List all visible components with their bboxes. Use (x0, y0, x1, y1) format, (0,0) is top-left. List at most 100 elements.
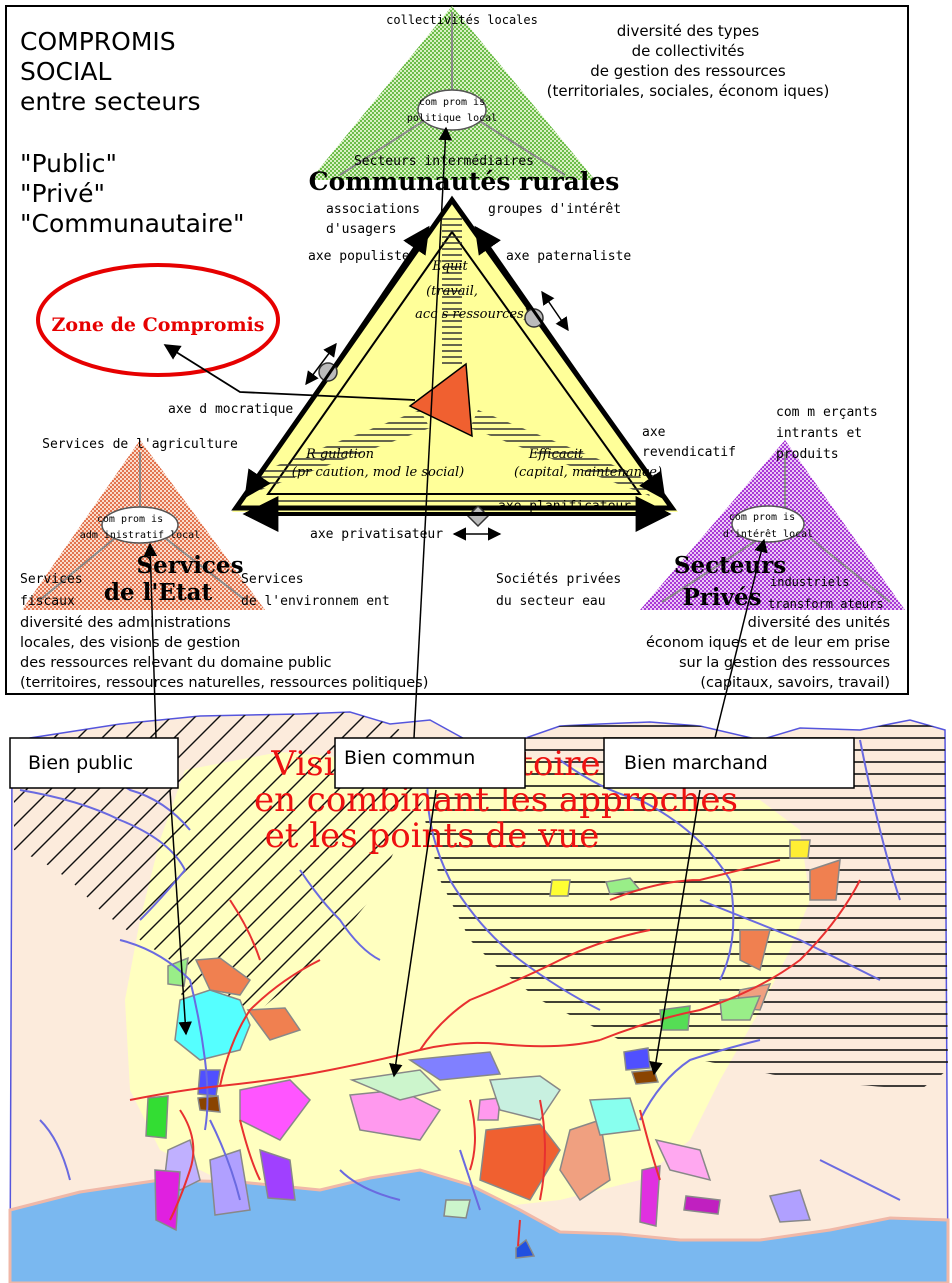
river-5 (426, 759, 601, 1011)
parcel-magenta-2 (154, 1169, 181, 1232)
top-description: diversité des types de collectivités de … (547, 22, 830, 100)
services-environnement-1: Services (241, 572, 304, 587)
axe-planificateur-label: axe planificateur (498, 499, 631, 514)
parcels (145, 839, 841, 1259)
title-line-1: COMPROMIS (20, 27, 176, 56)
parcel-magenta-1 (239, 1079, 311, 1141)
sector-communautaire: "Communautaire" (20, 209, 245, 238)
compromis-administratif-line-1: com prom is (97, 514, 163, 525)
top-desc-line-2: de collectivités (632, 42, 745, 60)
associations-label: associations (326, 202, 420, 217)
arrow-public-up (143, 542, 158, 739)
services-fiscaux-2: fiscaux (20, 594, 75, 609)
road-2 (219, 959, 321, 1087)
services-agriculture-label: Services de l'agriculture (42, 437, 238, 452)
secteurs-prives-title-2: Privés (682, 584, 761, 611)
services-environnement-2: de l'environnem ent (241, 594, 390, 609)
river-1 (19, 789, 187, 921)
groupes-interet-label: groupes d'intérêt (488, 202, 621, 217)
river-9 (39, 1119, 71, 1181)
axis-labels: axe populiste axe paternaliste axe d moc… (168, 249, 736, 542)
territory-map (8, 711, 950, 1283)
axe-democratique-label: axe d mocratique (168, 402, 293, 417)
parcel-lilac-3 (768, 1189, 812, 1223)
parcel-magenta-3 (639, 1165, 661, 1227)
parcel-yellow-2 (549, 879, 571, 897)
right-description: diversité des unités économ iques et de … (646, 615, 890, 691)
bien-public-label: Bien public (28, 752, 133, 774)
communautes-triangle: com prom is politique local collectivité… (309, 6, 619, 196)
bien-commun-box: Bien commun (334, 737, 526, 789)
top-desc-line-3: de gestion des ressources (590, 62, 786, 80)
river-11 (209, 1119, 241, 1201)
top-desc-line-4: (territoriales, sociales, économ iques) (547, 82, 830, 100)
parcel-orange-4 (809, 858, 841, 901)
secteurs-prives-title-1: Secteurs (674, 552, 786, 579)
parcel-pink-3 (654, 1138, 712, 1182)
parcel-cyan-2 (589, 1097, 641, 1136)
usagers-label: d'usagers (326, 222, 396, 237)
road-1 (129, 1039, 601, 1101)
river-12 (339, 1169, 401, 1201)
equite-line-2: (travail, (426, 284, 478, 299)
road-5 (169, 1109, 195, 1221)
parcel-brown-1 (197, 1095, 221, 1113)
regulation-line-2: (pr caution, mod le social) (292, 465, 465, 480)
prives-triangle: com prom is d'intérêt local com m erçant… (496, 405, 905, 611)
right-desc-line-1: diversité des unités (748, 615, 890, 631)
left-desc-line-3: des ressources relevant du domaine publi… (20, 655, 332, 671)
band-vertical (442, 215, 462, 365)
compromise-triangle (408, 362, 473, 438)
services-etat-title-1: Services (136, 552, 243, 579)
parcel-pink-2 (477, 1097, 501, 1121)
sector-prive: "Privé" (20, 179, 105, 208)
top-desc-line-1: diversité des types (617, 22, 760, 40)
etat-triangle: com prom is adm inistratif local Service… (20, 437, 390, 610)
road-4 (599, 879, 861, 1041)
parcel-cyan (174, 989, 251, 1061)
parcel-green-2 (145, 1095, 169, 1139)
societes-privees-1: Sociétés privées (496, 572, 621, 587)
hatched-public-zone (14, 712, 430, 1040)
equite-line-3: acc s ressources) (415, 307, 529, 322)
efficacite-line-2: (capital, maintenance) (514, 465, 662, 480)
bien-marchand-label: Bien marchand (624, 752, 768, 774)
left-desc-line-2: locales, des visions de gestion (20, 635, 240, 651)
efficacite-line-1: Efficacit (528, 447, 584, 462)
parcel-orange-5 (739, 929, 771, 972)
societes-privees-2: du secteur eau (496, 594, 606, 609)
arrow-marchand-up (714, 538, 768, 739)
arrow-marchand-down (649, 789, 701, 1076)
collectivites-label: collectivités locales (386, 13, 538, 27)
arrow-to-zone (163, 344, 416, 401)
bien-marchand-box: Bien marchand (603, 737, 855, 789)
axis-arrow-left-side (244, 225, 430, 499)
compromis-interet-line-1: com prom is (729, 512, 795, 523)
parcel-magenta-4 (683, 1195, 721, 1215)
arrow-public-down (169, 789, 192, 1036)
equite-line-1: Equit (431, 259, 468, 274)
vision-line-3: et les points de vue (265, 816, 600, 856)
right-desc-line-2: économ iques et de leur em prise (646, 635, 890, 651)
industriels-1: industriels (770, 575, 849, 589)
services-etat-title-2: de l'Etat (104, 579, 213, 606)
compromis-administratif-line-2: adm inistratif local (80, 530, 200, 541)
bien-commun-rect (334, 737, 526, 789)
central-triangle: Equit (travail, acc s ressources) R gula… (231, 195, 678, 541)
river-13 (459, 1149, 481, 1211)
road-12 (517, 1219, 521, 1247)
title-block: COMPROMIS SOCIAL entre secteurs "Public"… (20, 27, 245, 238)
parcel-green-3 (659, 1005, 691, 1031)
road-3 (419, 929, 651, 1051)
compromis-politique-line-1: com prom is (419, 97, 485, 108)
road-7 (539, 1099, 546, 1201)
roads (129, 859, 861, 1247)
bien-public-rect (9, 737, 179, 789)
compromis-politique-ellipse (417, 89, 487, 131)
title-line-3: entre secteurs (20, 87, 201, 116)
bien-commun-label: Bien commun (344, 747, 475, 769)
left-description: diversité des administrations locales, d… (20, 615, 428, 691)
title-line-2: SOCIAL (20, 57, 111, 86)
axe-revendicatif-label-1: axe (642, 425, 666, 440)
